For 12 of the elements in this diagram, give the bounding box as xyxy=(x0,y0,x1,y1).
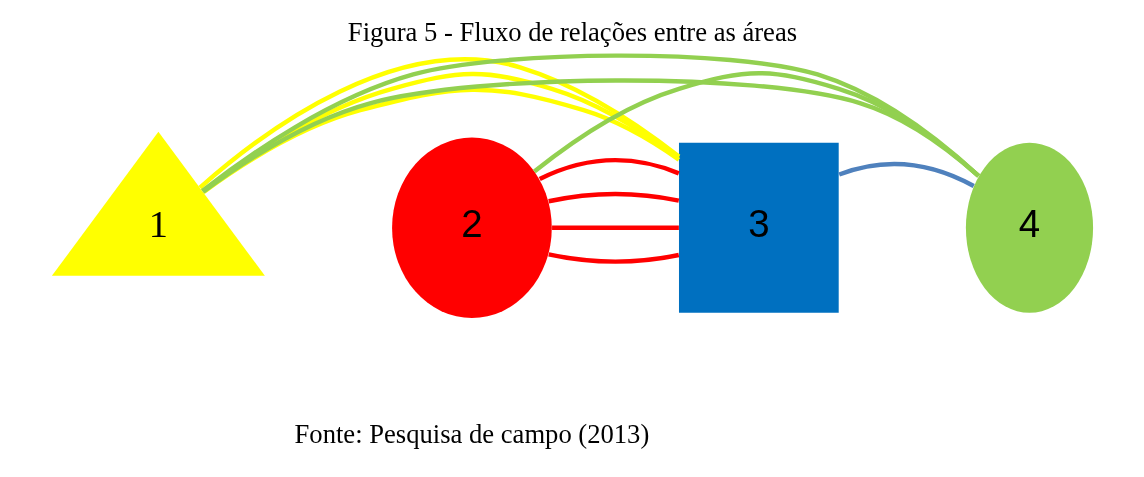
diagram-title: Figura 5 - Fluxo de relações entre as áreas xyxy=(347,17,797,48)
node-ellipse: 4 xyxy=(965,142,1093,313)
caption: Fonte: Pesquisa de campo (2013) xyxy=(294,418,649,449)
connector xyxy=(200,53,980,193)
connector xyxy=(837,161,975,189)
connector xyxy=(547,191,679,204)
connector xyxy=(551,225,679,230)
node-box: 3 xyxy=(678,142,839,313)
node-ellipse: 2 xyxy=(391,137,552,318)
connector xyxy=(538,158,680,181)
connector xyxy=(547,252,679,264)
connector xyxy=(532,71,980,178)
